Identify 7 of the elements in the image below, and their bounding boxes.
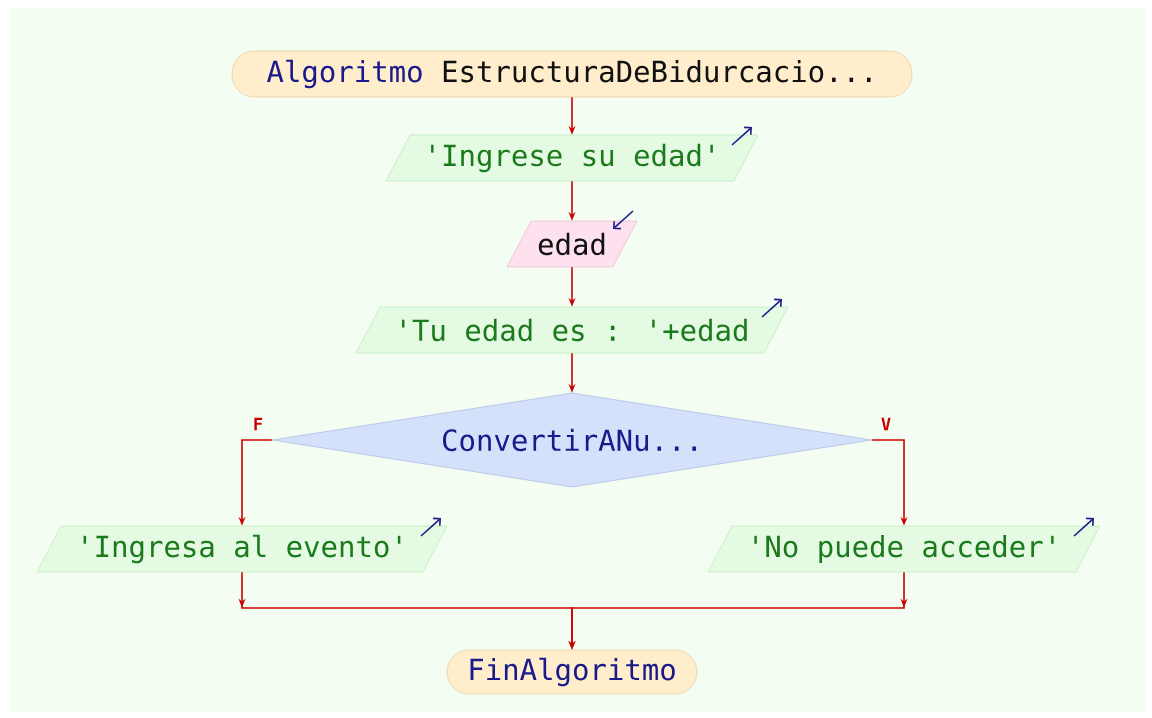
output-parallelogram: 'Ingresa al evento' bbox=[36, 525, 448, 573]
end-terminal: FinAlgoritmo bbox=[446, 649, 698, 695]
output-parallelogram: 'Ingrese su edad' bbox=[385, 134, 759, 182]
output-parallelogram: 'No puede acceder' bbox=[707, 525, 1101, 573]
input-parallelogram: edad bbox=[506, 220, 638, 268]
start-terminal: Algoritmo EstructuraDeBidurcacio... bbox=[231, 50, 913, 98]
output-parallelogram: 'Tu edad es : '+edad bbox=[355, 306, 789, 354]
